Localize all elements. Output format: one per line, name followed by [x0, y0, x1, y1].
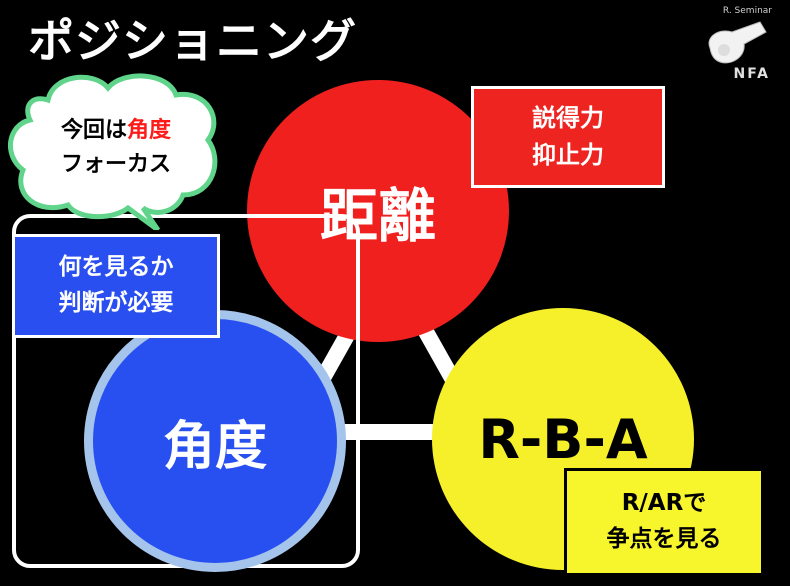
distance-circle: 距離 — [247, 80, 509, 342]
speech-bubble — [8, 73, 218, 230]
distance-note-line: 説得力 — [532, 103, 604, 132]
whistle-icon — [708, 21, 767, 64]
angle-note-line: 判断が必要 — [58, 290, 174, 316]
watermark-logo: NFA — [733, 66, 770, 82]
bubble-prefix: 今回は — [60, 118, 127, 143]
distance-note-line: 抑止力 — [532, 141, 604, 169]
distance-note-box: 説得力 抑止力 — [471, 86, 665, 188]
bubble-line-2: フォーカス — [60, 152, 171, 178]
angle-note-box: 何を見るか 判断が必要 — [12, 234, 220, 338]
bubble-highlight: 角度 — [127, 118, 172, 143]
bubble-text: 今回は角度 フォーカス — [30, 114, 202, 182]
angle-note-line: 何を見るか — [58, 254, 174, 281]
rba-note-line: 争点を見る — [606, 526, 722, 552]
watermark-text: R. Seminar — [722, 6, 772, 16]
rba-note-line: R/ARで — [621, 490, 707, 517]
page-title: ポジショニング — [28, 14, 357, 68]
bubble-line-1: 今回は角度 — [30, 114, 202, 148]
rba-note-box: R/ARで 争点を見る — [564, 468, 764, 576]
angle-circle: 角度 — [84, 310, 346, 572]
